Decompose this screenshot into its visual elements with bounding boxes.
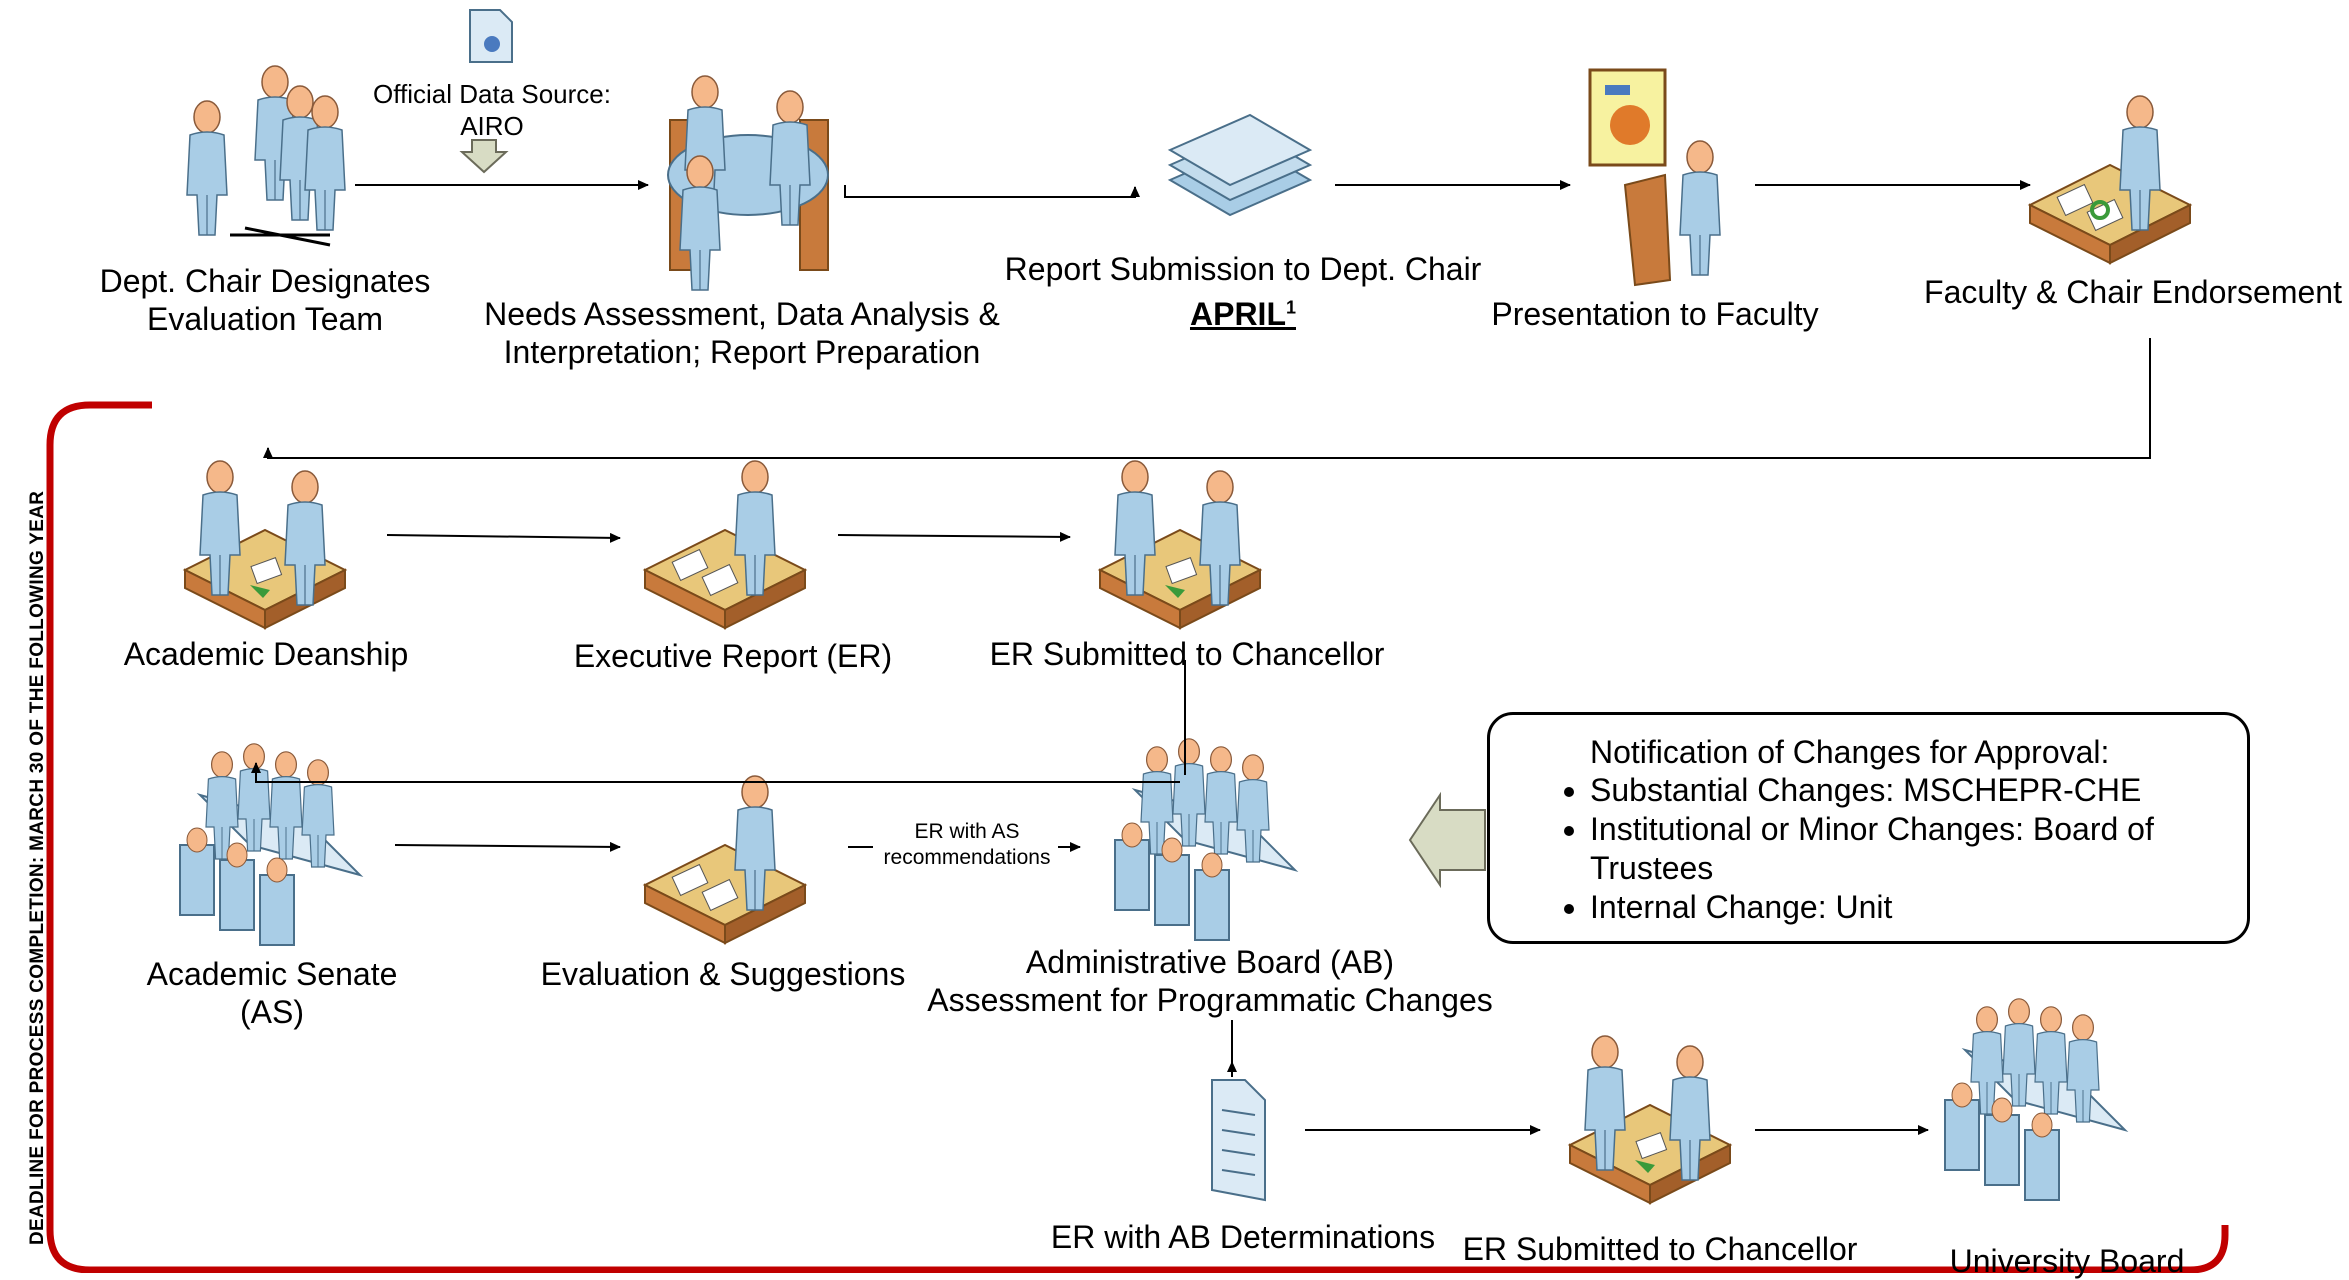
executive-report-label: Executive Report (ER) xyxy=(573,638,893,674)
chancellor-icon-1 xyxy=(1100,461,1260,628)
notification-box: Notification of Changes for Approval: Su… xyxy=(1487,712,2250,944)
data-source-icon xyxy=(459,9,513,174)
evaluation-icon xyxy=(645,776,805,943)
evaluation-team-icon xyxy=(186,65,346,247)
senate-icon xyxy=(180,744,360,945)
admin-board-label: Administrative Board (AB)Assessment for … xyxy=(927,944,1493,1018)
deadline-bracket xyxy=(46,401,2229,1273)
april-deadline: APRIL1 xyxy=(1189,295,1296,332)
ab-determinations-label: ER with AB Determinations xyxy=(1050,1219,1436,1255)
connectors xyxy=(251,180,2151,1135)
needs-assessment-label: Needs Assessment, Data Analysis &Interpr… xyxy=(484,296,1000,370)
deanship-label: Academic Deanship xyxy=(123,636,409,672)
deanship-icon xyxy=(185,461,345,628)
needs-assessment-icon xyxy=(667,75,829,291)
evaluation-label: Evaluation & Suggestions xyxy=(540,956,906,992)
notification-item: Institutional or Minor Changes: Board of… xyxy=(1590,810,2230,888)
senate-label: Academic Senate(AS) xyxy=(146,956,398,1030)
report-submission-label: Report Submission to Dept. Chair APRIL1 xyxy=(1004,251,1482,332)
endorsement-icon xyxy=(2030,96,2190,263)
presentation-label: Presentation to Faculty xyxy=(1491,296,1819,332)
notification-item: Substantial Changes: MSCHEPR-CHE xyxy=(1590,771,2230,810)
er-chancellor-label-1: ER Submitted to Chancellor xyxy=(989,636,1385,672)
notification-arrow-icon xyxy=(1408,791,1486,889)
notification-item: Internal Change: Unit xyxy=(1590,888,2230,927)
data-source-label: Official Data Source:AIRO xyxy=(373,79,611,141)
presentation-icon xyxy=(1588,68,1721,287)
chancellor-icon-2 xyxy=(1570,1036,1730,1203)
ab-determinations-icon xyxy=(1211,1079,1266,1202)
endorsement-label: Faculty & Chair Endorsement xyxy=(1924,274,2342,310)
university-board-icon xyxy=(1945,999,2125,1200)
notification-title: Notification of Changes for Approval: xyxy=(1590,734,2110,770)
university-board-label: University Board xyxy=(1949,1243,2185,1279)
er-chancellor-label-2: ER Submitted to Chancellor xyxy=(1462,1231,1858,1267)
executive-report-icon xyxy=(645,461,805,628)
deadline-label: DEADLINE FOR PROCESS COMPLETION: MARCH 3… xyxy=(27,490,48,1245)
notification-list: Substantial Changes: MSCHEPR-CHE Institu… xyxy=(1530,771,2230,927)
admin-board-icon xyxy=(1115,739,1295,940)
report-stack-icon xyxy=(1167,113,1313,217)
